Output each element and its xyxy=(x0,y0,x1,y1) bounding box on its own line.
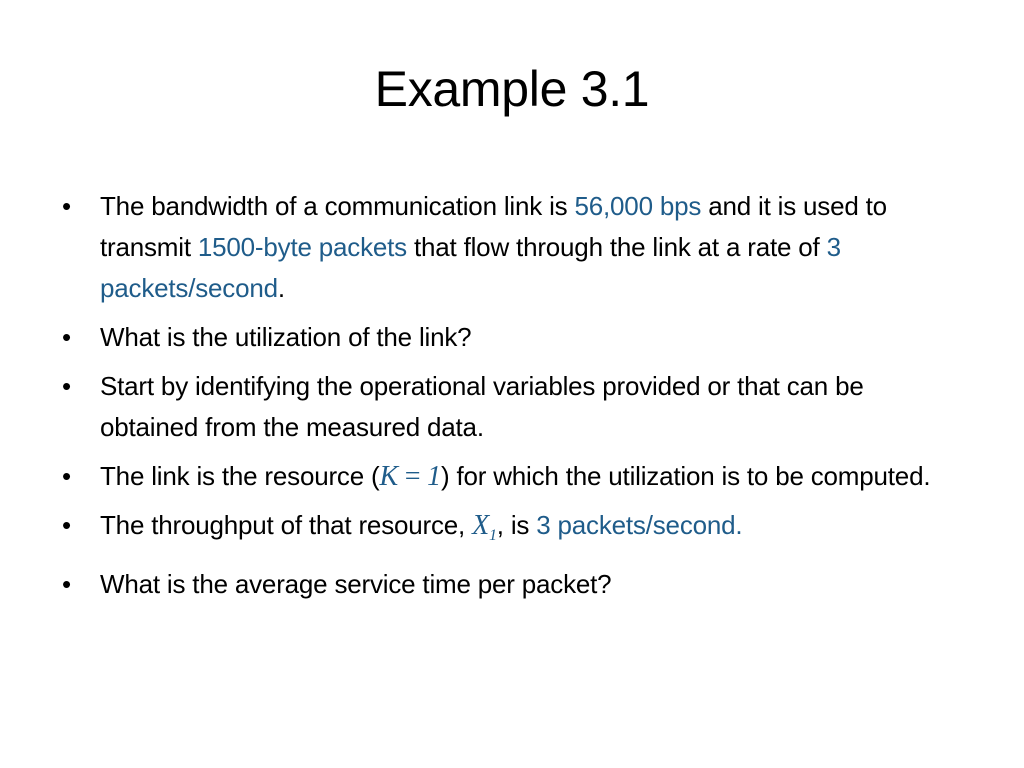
bandwidth-value: 56,000 bps xyxy=(574,191,702,221)
bullet-item: • The link is the resource (K = 1) for w… xyxy=(62,456,962,497)
bullet-text: The bandwidth of a communication link is xyxy=(100,191,575,221)
bullet-item: • What is the average service time per p… xyxy=(62,564,962,605)
math-expression: K = 1 xyxy=(379,461,441,492)
bullet-text: that flow through the link at a rate of xyxy=(406,232,827,262)
bullet-icon: • xyxy=(62,569,71,599)
slide-title: Example 3.1 xyxy=(374,61,650,117)
math-value: 1 xyxy=(427,461,441,492)
bullet-text: , is xyxy=(496,510,537,540)
bullet-icon: • xyxy=(62,510,71,540)
math-subscript: 1 xyxy=(488,527,497,544)
bullet-item: • The throughput of that resource, X1, i… xyxy=(62,505,962,556)
bullet-text: The link is the resource ( xyxy=(100,461,380,491)
packet-rate-value: 3 packets/second xyxy=(100,232,841,303)
bullet-text: What is the utilization of the link? xyxy=(100,322,472,352)
bullet-list: • The bandwidth of a communication link … xyxy=(62,186,962,613)
bullet-text: ) for which the utilization is to be com… xyxy=(440,461,931,491)
bullet-text: . xyxy=(277,273,285,303)
bullet-item: • What is the utilization of the link? xyxy=(62,317,962,358)
bullet-text: Start by identifying the operational var… xyxy=(100,371,864,442)
math-variable: K xyxy=(379,461,398,492)
math-variable: X xyxy=(472,510,489,541)
packet-size-value: 1500-byte packets xyxy=(197,232,407,262)
bullet-icon: • xyxy=(62,322,71,352)
bullet-text: and it is used to transmit xyxy=(100,191,887,262)
math-expression: X1 xyxy=(472,510,497,544)
math-equals: = xyxy=(397,461,428,492)
bullet-text: What is the average service time per pac… xyxy=(100,569,612,599)
throughput-value: 3 packets/second. xyxy=(536,510,743,540)
bullet-item: • Start by identifying the operational v… xyxy=(62,366,962,448)
bullet-text: The throughput of that resource, xyxy=(100,510,473,540)
bullet-item: • The bandwidth of a communication link … xyxy=(62,186,962,309)
bullet-icon: • xyxy=(62,191,71,221)
bullet-icon: • xyxy=(62,461,71,491)
bullet-icon: • xyxy=(62,371,71,401)
